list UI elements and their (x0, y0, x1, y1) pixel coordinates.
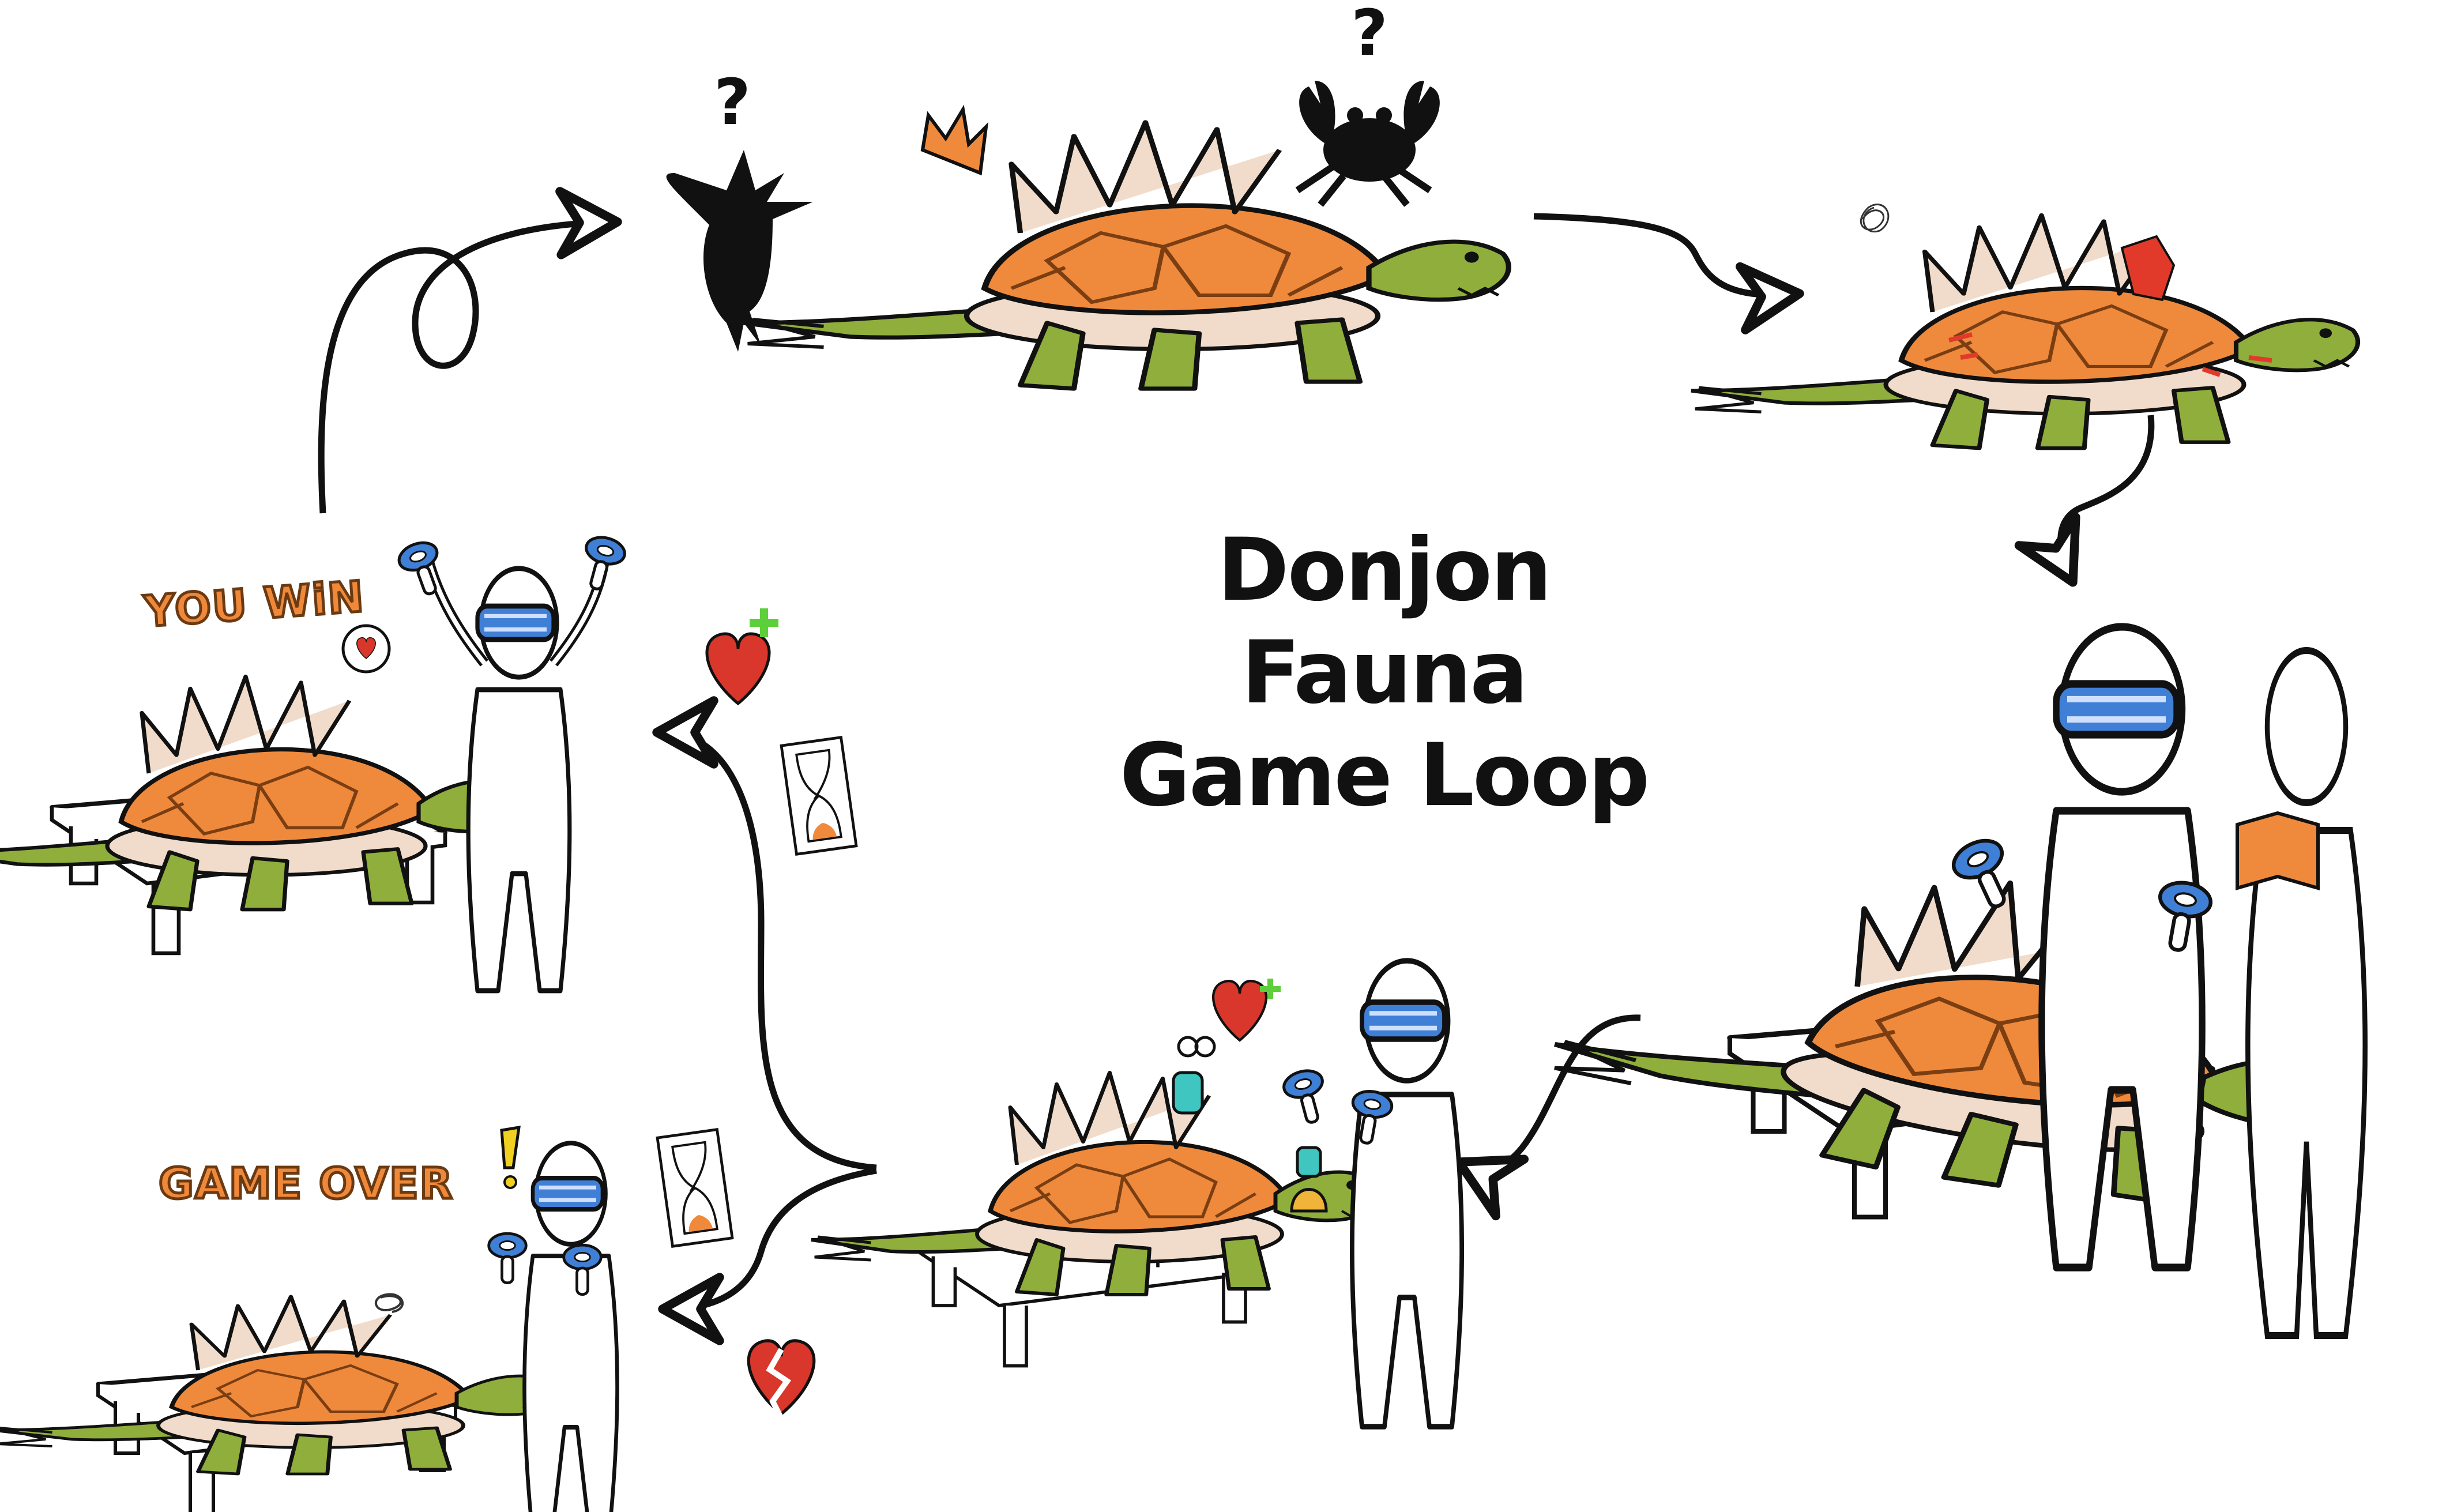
tool-scissors (1172, 1036, 1216, 1115)
scene-examination (1540, 627, 2379, 1340)
scene-injured (1691, 204, 2358, 449)
hourglass-icon (657, 1130, 732, 1247)
scribble-icon (374, 1293, 404, 1313)
scene-treatment (811, 961, 1462, 1427)
heart-plus-icon (707, 634, 769, 704)
arrow-encounter-to-injured (1533, 213, 1804, 334)
question-icon: ? (714, 65, 751, 139)
turtle-crest (920, 104, 989, 176)
scene-gameover (0, 1125, 814, 1512)
scene-win (0, 533, 856, 991)
arrow-treatment-to-win (652, 696, 877, 1171)
tool-bell (1290, 1146, 1328, 1213)
crab-silhouette (1295, 81, 1440, 207)
broken-heart-icon (748, 1341, 814, 1426)
heart-plus-icon (1213, 981, 1266, 1040)
title-line-1: Donjon Fauna (1217, 520, 1552, 723)
vr-player-worried (524, 1143, 617, 1512)
assistant-person (2245, 646, 2368, 1340)
scribble-icon (1860, 204, 1890, 233)
arrow-treatment-to-gameover (658, 1167, 877, 1345)
vr-player (1352, 961, 1462, 1427)
wound-mark (2120, 235, 2176, 302)
diagram-title: Donjon Fauna Game Loop (1096, 519, 1672, 827)
bird-silhouette (666, 150, 813, 352)
vr-player-celebrating (468, 569, 570, 991)
book-icon (2236, 811, 2320, 890)
turtle-collapsed (0, 1296, 560, 1474)
vr-controller (489, 1233, 526, 1283)
turtle-being-treated (811, 1073, 1379, 1295)
exclamation-icon (500, 1125, 521, 1189)
gameover-label: GAME OVER (157, 1158, 454, 1210)
vr-controller (1281, 1067, 1332, 1127)
question-icon: ? (1351, 0, 1388, 70)
arrow-loop-to-encounter (318, 187, 622, 514)
vr-controller (577, 533, 628, 594)
arrow-exam-to-treatment (1454, 1014, 1641, 1221)
speech-bubble-heart (341, 624, 391, 674)
arrow-injured-to-exam (2014, 415, 2155, 587)
hourglass-icon (781, 738, 856, 855)
turtle-injured (1691, 215, 2358, 448)
title-line-2: Game Loop (1119, 725, 1650, 826)
scene-encounter: ? ? (666, 0, 1509, 389)
